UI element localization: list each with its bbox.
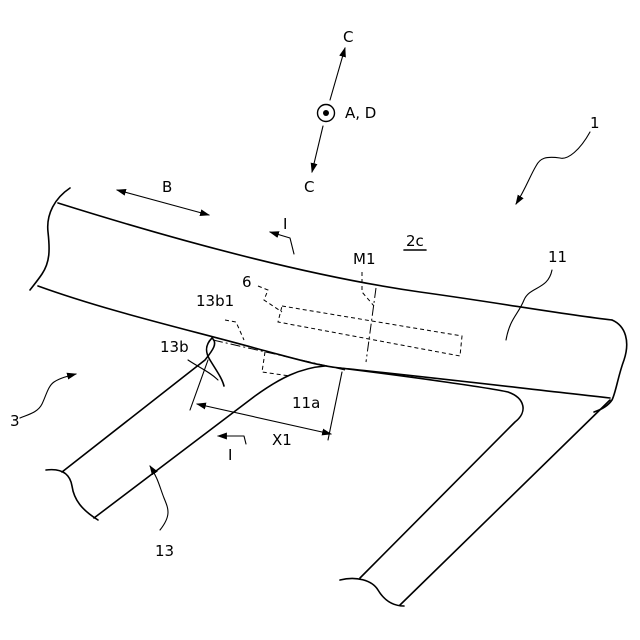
leader-13 bbox=[150, 466, 168, 530]
junction-13b-curve bbox=[206, 338, 224, 386]
c-bottom-label: C bbox=[304, 178, 314, 196]
seat-stay-break-line bbox=[46, 470, 98, 520]
label-13b: 13b bbox=[160, 338, 189, 356]
label-11a: 11a bbox=[292, 394, 320, 412]
out-of-plane-dot-icon bbox=[323, 110, 329, 116]
section-marker-bottom bbox=[218, 436, 246, 444]
top-tube-lower-edge bbox=[38, 286, 610, 398]
fig-ref-label: 1 bbox=[590, 114, 600, 132]
c-arrow-down bbox=[312, 126, 323, 172]
section-bottom-label: I bbox=[228, 446, 232, 464]
section-top-label: I bbox=[283, 215, 287, 233]
b-label: B bbox=[162, 178, 172, 196]
leader-3 bbox=[20, 374, 76, 418]
leader-1 bbox=[516, 132, 590, 204]
ad-label: A, D bbox=[345, 104, 376, 122]
x1-extension-left bbox=[190, 360, 208, 410]
leader-13b1 bbox=[225, 320, 244, 340]
label-13b1: 13b1 bbox=[196, 292, 234, 310]
label-11: 11 bbox=[548, 248, 567, 266]
joint-centerline bbox=[213, 340, 345, 370]
leader-m1 bbox=[362, 272, 374, 306]
down-tube-inner-edge bbox=[340, 368, 523, 578]
label-3: 3 bbox=[10, 412, 20, 430]
top-tube-upper-edge bbox=[58, 203, 612, 320]
label-6: 6 bbox=[242, 273, 252, 291]
down-tube-break-line bbox=[340, 578, 404, 606]
label-13: 13 bbox=[155, 542, 174, 560]
m1-label: M1 bbox=[353, 250, 376, 268]
x1-extension-right bbox=[328, 372, 342, 440]
leader-6 bbox=[258, 286, 282, 312]
x1-label: X1 bbox=[272, 431, 292, 449]
surface-2c-label: 2c bbox=[406, 232, 424, 250]
c-top-label: C bbox=[343, 28, 353, 46]
left-break-line bbox=[30, 188, 70, 290]
c-arrow-up bbox=[330, 48, 345, 100]
down-tube-outer-edge bbox=[400, 400, 610, 605]
section-marker-top bbox=[270, 232, 294, 254]
